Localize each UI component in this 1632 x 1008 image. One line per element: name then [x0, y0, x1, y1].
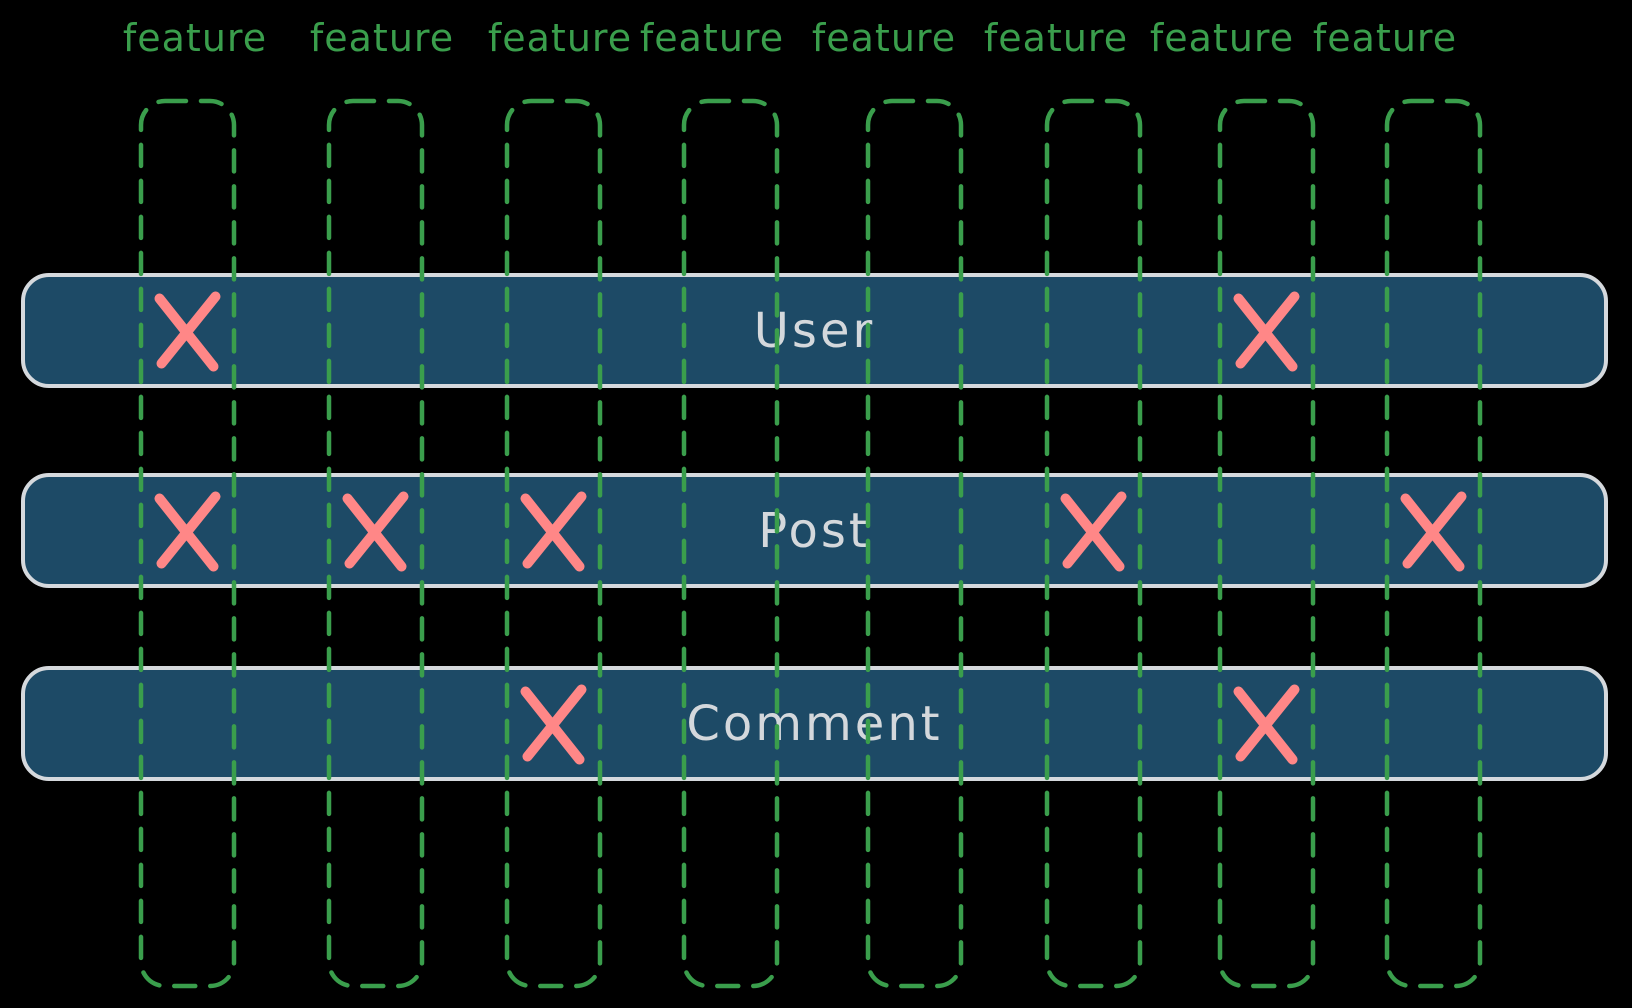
feature-column-label: feature: [309, 16, 455, 60]
entity-bar-label: User: [753, 302, 876, 359]
feature-column-label: feature: [122, 16, 268, 60]
feature-column-label: feature: [1312, 16, 1458, 60]
feature-column-label: feature: [983, 16, 1129, 60]
feature-column-label: feature: [811, 16, 957, 60]
entity-bar-label: Comment: [686, 695, 943, 752]
entity-bar-label: Post: [758, 502, 871, 559]
entity-bar-user: User: [21, 273, 1608, 388]
feature-column-label: feature: [1149, 16, 1295, 60]
entity-bar-comment: Comment: [21, 666, 1608, 781]
feature-column-label: feature: [487, 16, 633, 60]
feature-column-label: feature: [639, 16, 785, 60]
entity-bar-post: Post: [21, 473, 1608, 588]
